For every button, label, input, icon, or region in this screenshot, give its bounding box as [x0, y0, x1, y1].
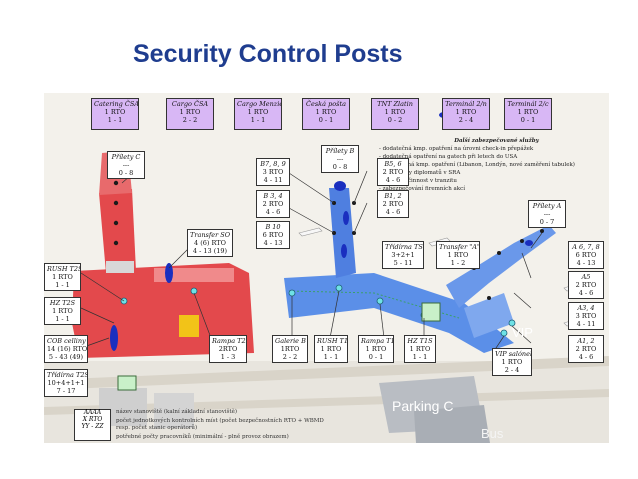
note-item: - zabezpečování firemních akcí — [379, 185, 465, 192]
pier-a-base — [464, 293, 514, 338]
control-point-ellipse — [525, 240, 533, 246]
legend-text: resp. počet stanic operátorů) — [116, 425, 198, 431]
legend-text: potřebné počty pracovníků (minimální - p… — [116, 434, 289, 440]
post-prilety-a: Přílety A---0 - 7 — [528, 200, 566, 228]
notes-title: Další zabezpečované služby — [454, 138, 539, 144]
bag-sorting-icon — [117, 375, 137, 391]
control-point-ellipse — [343, 211, 349, 225]
note-item: - dodatečná opatření na gatech při letec… — [379, 153, 518, 160]
yellow-block — [179, 315, 199, 337]
parking-c-sign: Parking C — [392, 398, 454, 414]
stairs — [106, 261, 134, 273]
control-point-ellipse — [334, 181, 346, 191]
roof-band — [154, 268, 234, 282]
bag-sorting-icon — [421, 302, 441, 322]
legend-sample-box: AAAA X RTO YY - ZZ — [74, 409, 111, 441]
legend-text: počet jednotkových kontrolních míst (poč… — [116, 418, 324, 424]
control-point-ellipse — [110, 325, 118, 351]
control-point-ellipse — [341, 244, 347, 258]
pier-c-red — [99, 189, 136, 273]
additional-services-notes: Další zabezpečované služby - dodatečná k… — [379, 138, 614, 194]
bus-area — [414, 405, 490, 443]
vip-sign: VIP — [512, 325, 533, 340]
control-point-ellipse — [165, 263, 173, 283]
post-prilety-b: Přílety B---0 - 8 — [321, 145, 359, 173]
post-prilety-c: Přílety C---0 - 8 — [107, 151, 145, 179]
page-title: Security Control Posts — [133, 40, 403, 68]
note-item: - mimořádná kmp. opatření (Libanon, Lond… — [379, 161, 575, 168]
terminal-1-blue — [284, 273, 514, 353]
note-item: - dodatečná kmp. opatření na úrovni chec… — [379, 145, 534, 152]
legend-text: název stanoviště (kalní základní stanovi… — [116, 409, 238, 415]
building — [154, 393, 194, 428]
pier-b — [329, 188, 356, 278]
bus-sign: Bus — [481, 426, 504, 441]
note-item: - doprovody diplomatů v SRA — [379, 169, 461, 176]
note-item: - hlídková činnost v tranzitu — [379, 177, 457, 184]
